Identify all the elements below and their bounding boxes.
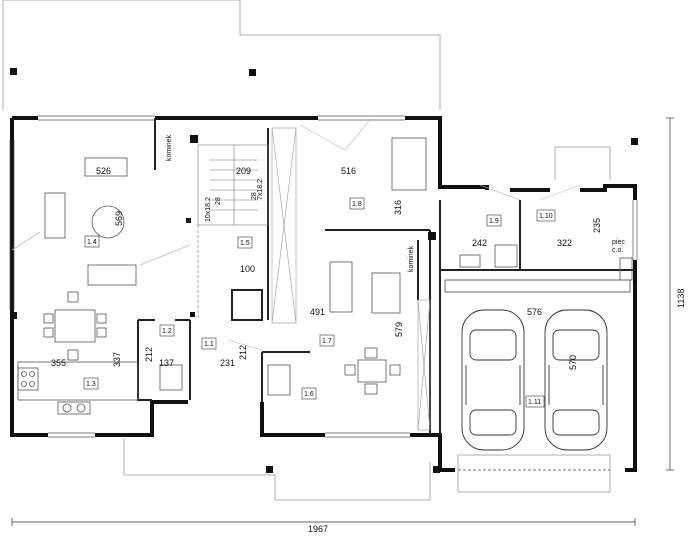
- fixtures: [159, 244, 633, 396]
- tag-1-4: 1.4: [84, 235, 100, 248]
- garage: [444, 279, 631, 471]
- tag-1-1: 1.1: [201, 337, 217, 350]
- living-furniture: [11, 157, 191, 286]
- dim-576: 576: [527, 307, 542, 317]
- dim-526: 526: [96, 166, 111, 176]
- kitchen: [17, 361, 139, 415]
- svg-text:1.5: 1.5: [240, 240, 250, 247]
- dim-137: 137: [159, 358, 174, 368]
- dim-337: 337: [112, 352, 122, 367]
- svg-text:1.8: 1.8: [352, 201, 362, 208]
- stairs: [197, 144, 269, 320]
- tag-1-8: 1.8: [349, 197, 365, 210]
- dim-491: 491: [310, 307, 325, 317]
- label-stairs-b: 7x18.2: [257, 179, 264, 200]
- dim-355: 355: [51, 358, 66, 368]
- dimension-lines: [11, 117, 674, 526]
- svg-text:1.4: 1.4: [87, 239, 97, 246]
- overall-height: 1138: [676, 289, 686, 308]
- svg-text:1.9: 1.9: [489, 218, 499, 225]
- tag-1-5: 1.5: [237, 236, 253, 249]
- exterior-walls: [10, 116, 637, 472]
- tag-1-10: 1.10: [536, 209, 556, 222]
- label-piec-co: c.o.: [612, 247, 623, 254]
- overall-width: 1967: [308, 524, 328, 534]
- tag-1-9: 1.9: [486, 214, 502, 227]
- car-right: [544, 309, 608, 451]
- label-kominek-1: kominek: [166, 134, 173, 161]
- room-dimensions: 526 569 209 516 316 100 491 579 242 322 …: [51, 166, 602, 370]
- tag-1-3: 1.3: [83, 377, 99, 390]
- windows: [9, 115, 638, 438]
- label-piec: piec: [612, 239, 625, 246]
- room-1-7-furniture: [329, 137, 427, 395]
- svg-text:1.3: 1.3: [86, 381, 96, 388]
- svg-text:1.10: 1.10: [539, 213, 553, 220]
- label-stairs-a2: 28: [215, 197, 222, 205]
- dim-316: 316: [393, 200, 403, 215]
- tag-1-7: 1.7: [319, 334, 335, 347]
- special-labels: kominek kominek piec c.o. 10x18.2 28 7x1…: [166, 134, 625, 272]
- dim-570: 570: [568, 355, 578, 370]
- dim-516: 516: [341, 166, 356, 176]
- dim-235: 235: [592, 218, 602, 233]
- label-stairs-a: 10x18.2: [205, 197, 212, 222]
- tag-1-6: 1.6: [301, 387, 317, 400]
- room-tags: 1.4 1.3 1.2 1.1 1.5 1.8 1.7 1.6 1.9 1.10…: [83, 197, 556, 408]
- dim-212b: 212: [238, 345, 248, 360]
- tag-1-2: 1.2: [159, 324, 175, 337]
- dim-579: 579: [394, 322, 404, 337]
- svg-text:1.11: 1.11: [528, 399, 541, 406]
- svg-text:1.1: 1.1: [204, 341, 214, 348]
- dim-100: 100: [240, 264, 255, 274]
- tag-1-11: 1.11: [525, 395, 545, 408]
- dim-209: 209: [236, 166, 251, 176]
- dim-242: 242: [472, 238, 487, 248]
- door-swings: [227, 119, 581, 351]
- dim-231: 231: [220, 358, 235, 368]
- svg-text:1.7: 1.7: [322, 338, 332, 345]
- svg-text:1.6: 1.6: [304, 391, 314, 398]
- dim-569: 569: [114, 211, 124, 226]
- interior-walls: [137, 118, 635, 435]
- corridor-panels: [271, 127, 431, 431]
- terrace-outlines: [2, 0, 611, 501]
- columns: [10, 68, 638, 473]
- dining-left: [43, 291, 107, 361]
- car-left: [461, 309, 525, 451]
- overall-dimensions: 1967 1138: [308, 289, 686, 534]
- dim-212a: 212: [144, 347, 154, 362]
- dim-322: 322: [557, 238, 572, 248]
- svg-text:1.2: 1.2: [162, 328, 172, 335]
- label-kominek-2: kominek: [408, 245, 415, 272]
- label-stairs-b2: 28: [251, 192, 258, 200]
